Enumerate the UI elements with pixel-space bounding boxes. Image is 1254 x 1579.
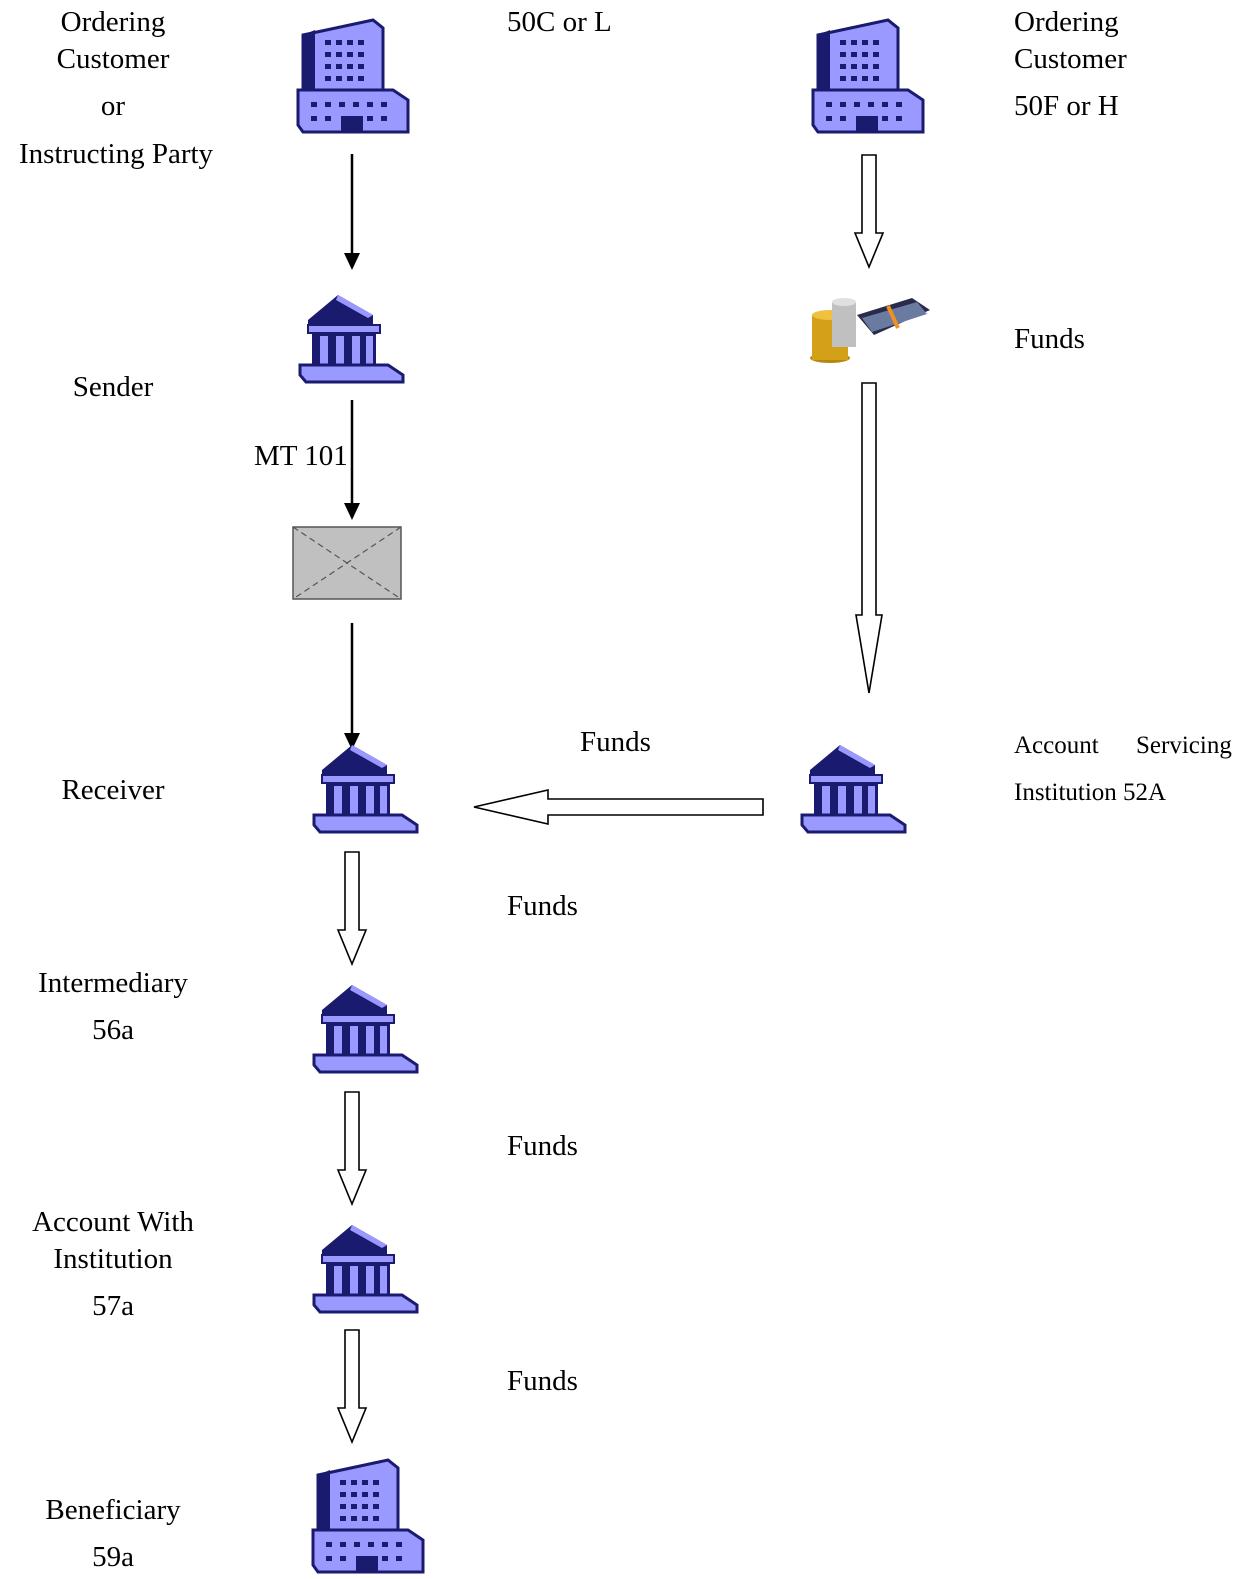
bank-icon (298, 293, 405, 384)
office-building-icon (311, 1458, 425, 1574)
arrow-intermediary-to-account-with (337, 1091, 367, 1205)
account-with-label-line2: Institution (53, 1243, 173, 1275)
account-servicing-line2: Institution 52A (1014, 779, 1167, 806)
mt101-label: MT 101 (254, 440, 348, 472)
arrow-sender-to-message (344, 400, 360, 520)
beneficiary-label-line1: Beneficiary (45, 1494, 181, 1526)
ordering-right-line2: Customer (1014, 43, 1127, 75)
bank-icon (312, 743, 419, 834)
arrow-funds-to-account-servicing (855, 382, 883, 694)
account-with-label-line3: 57a (92, 1290, 134, 1322)
funds-label-1: Funds (507, 890, 578, 922)
account-with-label-line1: Account With (32, 1206, 194, 1238)
arrow-account-with-to-beneficiary (337, 1329, 367, 1443)
bank-icon (312, 983, 419, 1074)
office-building-icon (811, 18, 925, 134)
ordering-left-line3: or (100, 90, 126, 122)
arrow-receiver-to-intermediary (337, 851, 367, 965)
arrow-ordering-to-funds (854, 154, 884, 268)
bank-icon (800, 743, 907, 834)
ordering-left-line4: Instructing Party (18, 138, 214, 170)
message-envelope-icon (292, 526, 402, 600)
sender-label: Sender (72, 371, 154, 403)
funds-label-3: Funds (507, 1365, 578, 1397)
ordering-right-line3: 50F or H (1014, 90, 1119, 122)
beneficiary-label-line2: 59a (92, 1541, 134, 1573)
ordering-left-line2: Customer (56, 43, 170, 75)
office-building-icon (296, 18, 410, 134)
money-stack-icon (810, 298, 930, 363)
ordering-left-line1: Ordering (60, 6, 166, 38)
funds-horizontal-label: Funds (580, 726, 651, 758)
ordering-right-line1: Ordering (1014, 6, 1119, 38)
account-servicing-word1: Account (1014, 732, 1099, 759)
funds-top-right-label: Funds (1014, 323, 1085, 355)
receiver-label: Receiver (61, 774, 165, 806)
arrow-account-servicing-to-receiver (473, 788, 764, 826)
bank-icon (312, 1223, 419, 1314)
intermediary-label-line2: 56a (92, 1014, 134, 1046)
ordering-left-option: 50C or L (507, 6, 612, 38)
intermediary-label-line1: Intermediary (38, 967, 188, 999)
arrow-ordering-to-sender (344, 154, 360, 270)
arrow-message-to-receiver (344, 623, 360, 750)
account-servicing-word2: Servicing (1136, 732, 1232, 759)
funds-label-2: Funds (507, 1130, 578, 1162)
